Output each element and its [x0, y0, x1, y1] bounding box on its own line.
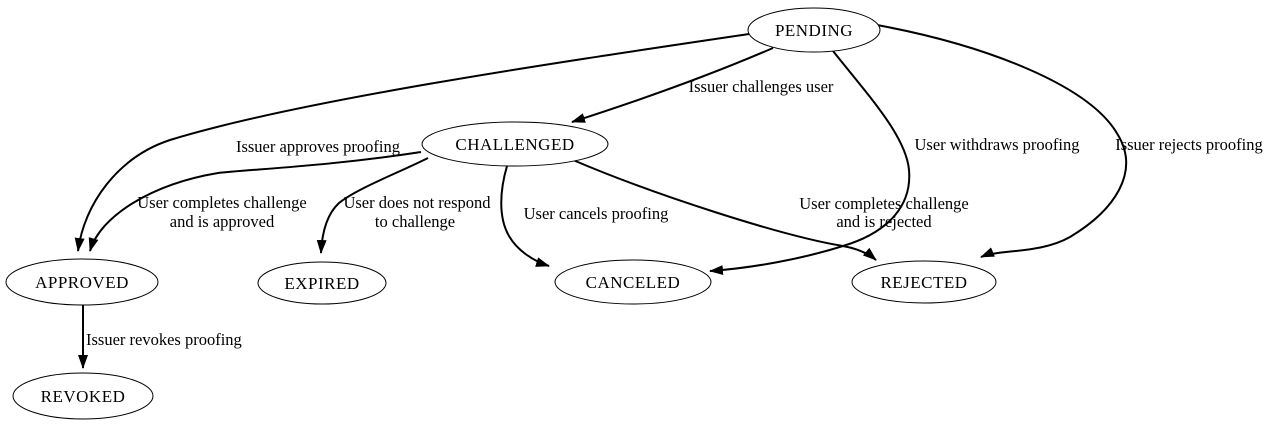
edge-group — [74, 24, 1128, 369]
state-node-canceled: CANCELED — [554, 259, 712, 305]
edge-label-issuer-approves-proofing: Issuer approves proofing — [236, 137, 400, 156]
revoked-label: REVOKED — [41, 387, 126, 406]
pending-label: PENDING — [775, 21, 853, 40]
edge-challenged-canceled — [500, 165, 550, 267]
edge-label-no-respond-line2: to challenge — [375, 212, 455, 231]
state-node-pending: PENDING — [747, 7, 881, 53]
approved-ellipse — [5, 258, 159, 306]
challenged-label: CHALLENGED — [455, 135, 574, 154]
revoked-ellipse — [12, 372, 154, 420]
edge-challenged-approved — [88, 151, 422, 252]
edge-label-completes-approved-line2: and is approved — [170, 212, 275, 231]
edge-pending-canceled — [709, 50, 911, 276]
state-node-expired: EXPIRED — [257, 261, 387, 305]
canceled-ellipse — [554, 259, 712, 305]
expired-ellipse — [257, 261, 387, 305]
state-node-revoked: REVOKED — [12, 372, 154, 420]
edge-pending-challenged — [571, 47, 774, 123]
state-node-challenged: CHALLENGED — [421, 121, 609, 167]
edge-label-issuer-rejects-proofing: Issuer rejects proofing — [1115, 135, 1263, 154]
edge-pending-approved — [74, 33, 750, 252]
canceled-label: CANCELED — [586, 273, 681, 292]
edge-label-completes-approved-line1: User completes challenge — [137, 193, 307, 212]
state-node-approved: APPROVED — [5, 258, 159, 306]
edge-challenged-expired — [316, 157, 429, 254]
edge-label-no-respond-line1: User does not respond — [343, 193, 491, 212]
edge-label-user-withdraws-proofing: User withdraws proofing — [915, 135, 1080, 154]
pending-ellipse — [747, 7, 881, 53]
rejected-label: REJECTED — [880, 273, 967, 292]
rejected-ellipse — [851, 260, 997, 304]
state-node-rejected: REJECTED — [851, 260, 997, 304]
edge-label-issuer-revokes-proofing: Issuer revokes proofing — [86, 330, 242, 349]
edge-challenged-rejected — [572, 159, 877, 261]
edge-label-user-cancels-proofing: User cancels proofing — [524, 204, 669, 223]
edge-label-completes-rejected-line1: User completes challenge — [799, 194, 969, 213]
edge-label-issuer-challenges-user: Issuer challenges user — [689, 77, 834, 96]
edge-label-completes-rejected-line2: and is rejected — [836, 212, 932, 231]
node-group: PENDING CHALLENGED APPROVED EXPIRED CANC… — [5, 7, 997, 420]
approved-label: APPROVED — [35, 273, 129, 292]
challenged-ellipse — [421, 121, 609, 167]
edge-pending-rejected — [876, 24, 1128, 258]
expired-label: EXPIRED — [284, 274, 359, 293]
edge-label-group: Issuer challenges user Issuer approves p… — [86, 77, 1263, 349]
